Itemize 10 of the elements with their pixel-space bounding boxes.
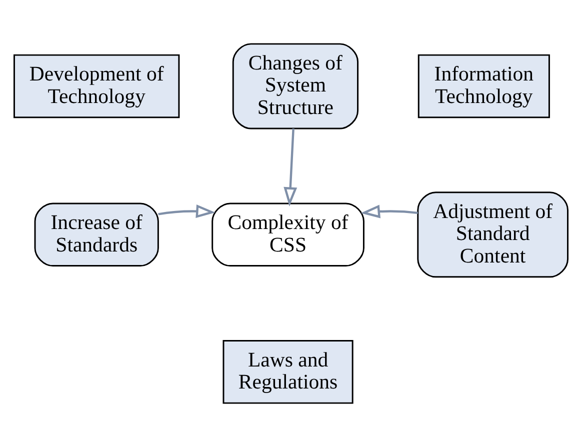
node-box: Increase of Standards — [34, 202, 159, 266]
node-box: Laws and Regulations — [222, 340, 354, 404]
arrow — [158, 204, 216, 218]
node-box: Changes of System Structure — [232, 42, 359, 129]
node-box: Complexity of CSS — [212, 202, 364, 266]
arrow — [360, 204, 418, 218]
arrow — [284, 128, 298, 206]
node-box: Information Technology — [418, 54, 550, 118]
node-box: Development of Technology — [14, 54, 180, 118]
node-box: Adjustment of Standard Content — [417, 191, 568, 278]
